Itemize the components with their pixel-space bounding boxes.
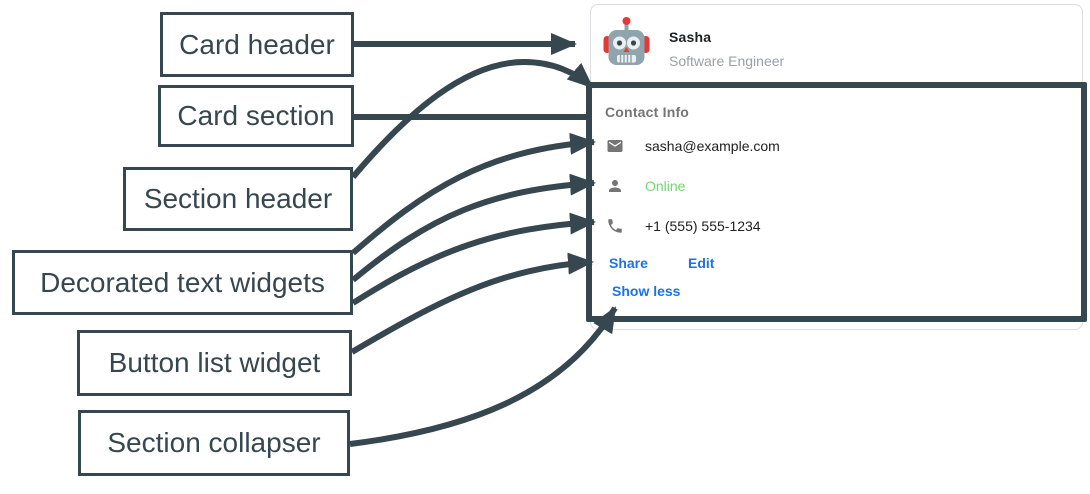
label-section-collapser-text: Section collapser — [107, 427, 321, 458]
email-text: sasha@example.com — [645, 138, 780, 154]
robot-avatar-icon — [603, 17, 650, 65]
online-status-text: Online — [645, 178, 686, 194]
show-less-button[interactable]: Show less — [612, 283, 681, 299]
label-section-collapser: Section collapser — [78, 410, 350, 476]
decorated-text-email: sasha@example.com — [606, 135, 780, 157]
decorated-text-phone: +1 (555) 555-1234 — [606, 215, 761, 237]
label-section-header: Section header — [123, 167, 353, 231]
card-header-name: Sasha — [669, 29, 712, 45]
label-button-list-widget: Button list widget — [77, 330, 352, 396]
label-card-section-text: Card section — [177, 100, 335, 131]
person-icon — [606, 177, 624, 195]
share-button[interactable]: Share — [609, 255, 648, 271]
arrow-decorated-phone — [351, 212, 596, 306]
label-decorated-text-widgets-text: Decorated text widgets — [40, 266, 325, 298]
arrow-decorated-email — [351, 132, 596, 256]
section-header-title: Contact Info — [605, 104, 690, 120]
phone-text: +1 (555) 555-1234 — [645, 218, 761, 234]
label-section-header-text: Section header — [143, 183, 333, 214]
label-button-list-widget-text: Button list widget — [108, 347, 321, 378]
arrow-button-list — [350, 252, 594, 355]
decorated-text-status: Online — [606, 175, 685, 197]
label-decorated-text-widgets: Decorated text widgets — [12, 250, 353, 315]
label-card-header: Card header — [160, 12, 354, 77]
label-card-section: Card section — [158, 85, 354, 147]
mail-icon — [606, 137, 624, 155]
card-header-subtitle: Software Engineer — [669, 53, 785, 69]
contact-card: Sasha Software Engineer Contact Info sas… — [590, 4, 1083, 330]
edit-button[interactable]: Edit — [688, 255, 715, 271]
arrow-section-header — [350, 58, 594, 179]
arrow-decorated-online — [351, 173, 596, 283]
arrow-section-collapser — [349, 306, 618, 447]
label-card-header-text: Card header — [179, 28, 335, 60]
phone-icon — [606, 217, 624, 235]
